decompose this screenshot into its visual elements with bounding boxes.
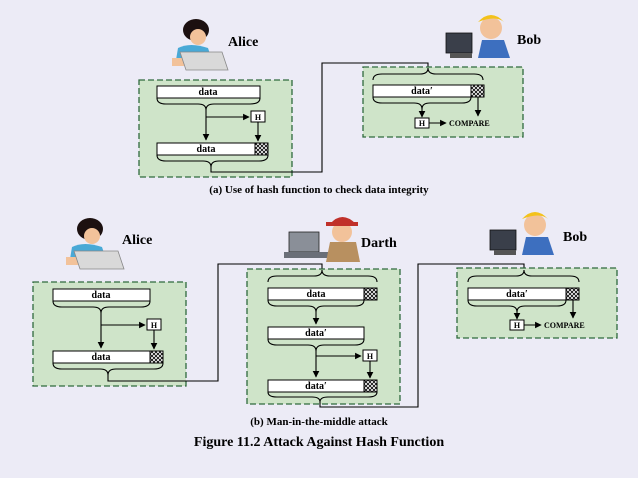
caption-a: (a) Use of hash function to check data i… <box>209 184 429 196</box>
hash-tag-b2 <box>149 350 164 364</box>
alice-label-b: Alice <box>122 233 152 248</box>
brace-bob-a-in <box>372 67 429 81</box>
data-prime-label-bob-b: data′ <box>506 289 528 300</box>
hash-tag-a2 <box>254 142 269 156</box>
alice-person-icon <box>172 19 229 71</box>
bob-person-icon <box>445 15 510 58</box>
bob-label-b: Bob <box>563 230 587 245</box>
compare-label-b: COMPARE <box>544 321 585 330</box>
data-label-b2: data <box>92 352 111 363</box>
data-label-darth1: data <box>307 289 326 300</box>
hash-tag-bob-a <box>470 84 485 98</box>
hash-tag-darth2 <box>363 379 378 393</box>
hash-label-a: H <box>255 113 262 122</box>
channel-line-darth-bob <box>319 263 528 408</box>
hash-label-bob-b: H <box>514 321 521 330</box>
darth-label: Darth <box>361 236 397 251</box>
data-prime-label-a: data′ <box>411 86 433 97</box>
alice-person-icon-b <box>66 218 125 270</box>
data-prime-label-darth1: data′ <box>305 328 327 339</box>
alice-label: Alice <box>228 35 258 50</box>
darth-person-icon <box>284 217 360 262</box>
hash-tag-bob-b <box>565 287 580 301</box>
bob-panel-a <box>362 66 524 138</box>
hash-label-b1: H <box>151 321 158 330</box>
channel-line-a <box>210 62 432 173</box>
caption-b: (b) Man-in-the-middle attack <box>250 416 388 428</box>
data-label-a1: data <box>199 87 218 98</box>
hash-tag-darth1 <box>363 287 378 301</box>
data-bar-a1 <box>156 85 261 99</box>
figure-caption: Figure 11.2 Attack Against Hash Function <box>194 435 444 450</box>
bob-panel-b <box>456 267 618 339</box>
data-label-a2: data <box>197 144 216 155</box>
hash-label-darth: H <box>367 352 374 361</box>
hash-label-bob-a: H <box>419 119 426 128</box>
channel-line-alice-darth <box>107 263 326 382</box>
data-bar-b1 <box>52 288 151 302</box>
data-prime-bar-darth1 <box>267 326 365 340</box>
bob-person-icon-b <box>489 212 554 255</box>
compare-label-a: COMPARE <box>449 119 490 128</box>
data-label-b1: data <box>92 290 111 301</box>
data-prime-label-darth2: data′ <box>305 381 327 392</box>
bob-label: Bob <box>517 33 541 48</box>
